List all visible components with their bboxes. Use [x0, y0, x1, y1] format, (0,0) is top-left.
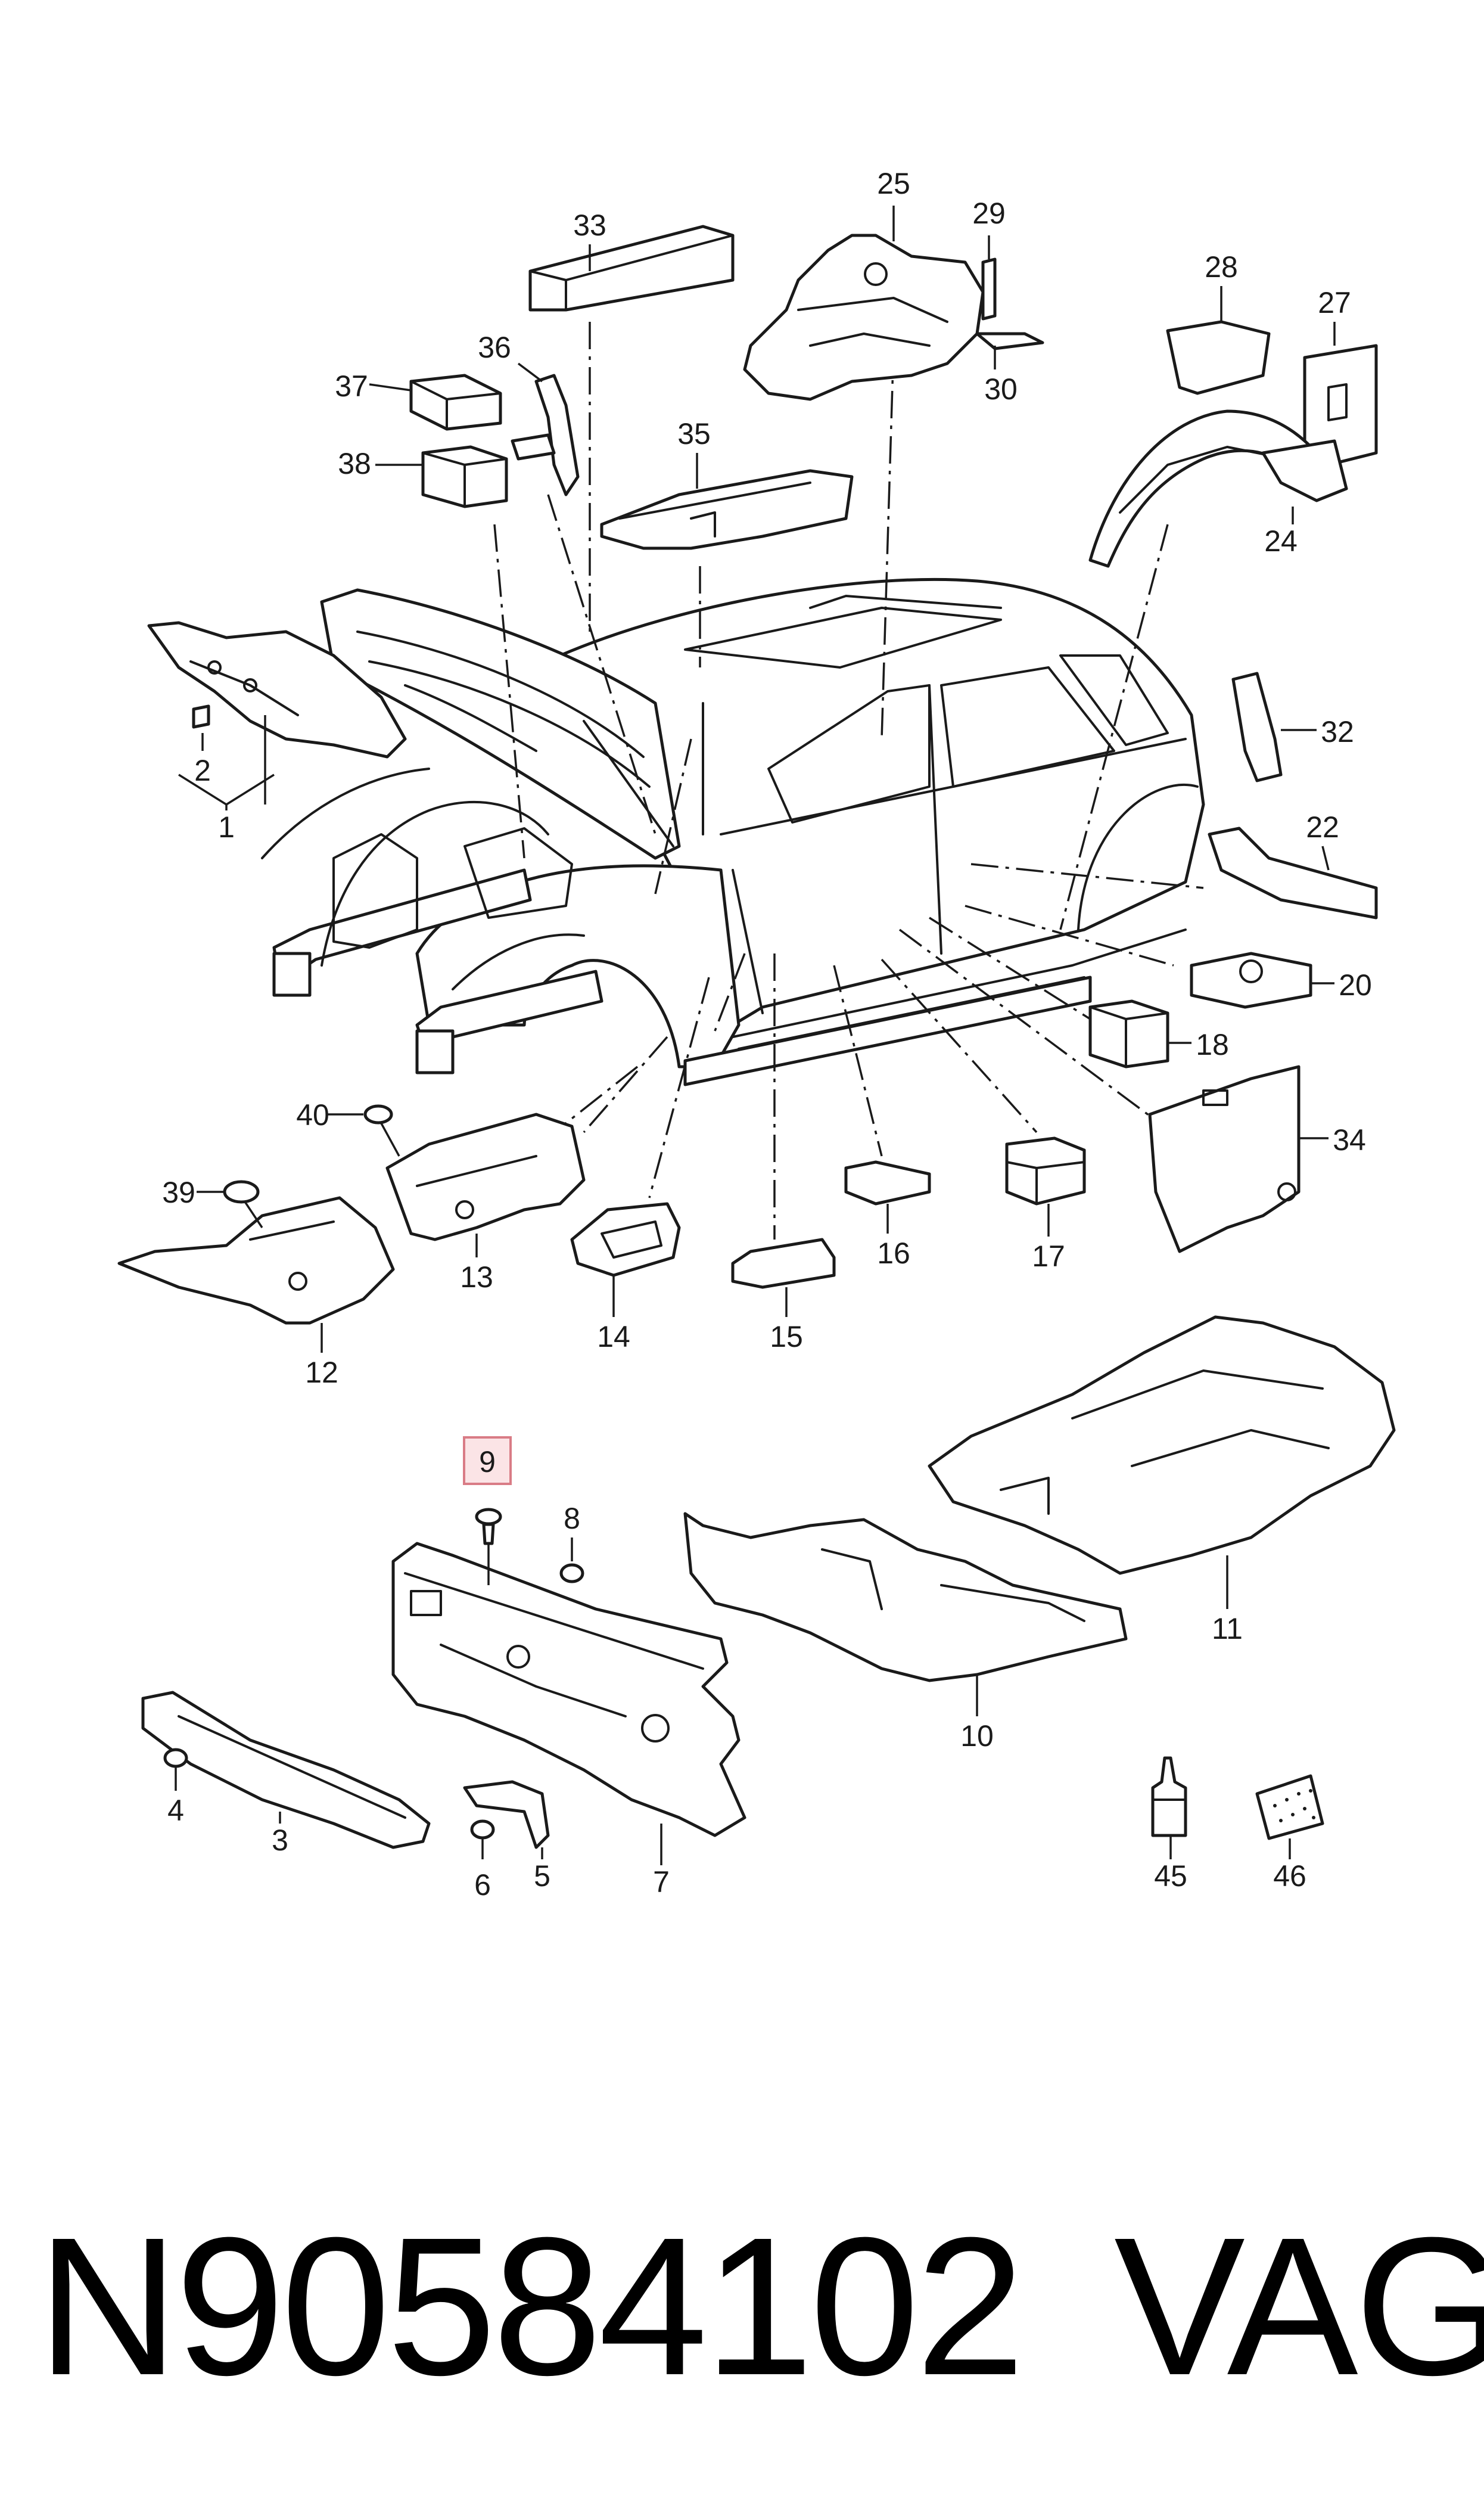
callout-32: 32 [1321, 715, 1354, 748]
callout-35: 35 [677, 417, 711, 451]
callout-numbers: 33 25 29 30 28 27 24 36 37 38 35 2 1 32 … [162, 167, 1372, 1902]
callout-25: 25 [877, 167, 910, 200]
callout-36: 36 [478, 331, 511, 364]
part-8-clip [559, 1538, 584, 1583]
callout-10: 10 [960, 1719, 994, 1753]
part-38-block [421, 445, 508, 508]
part-35-crossmember [600, 469, 854, 550]
callout-39: 39 [162, 1176, 195, 1209]
callout-34: 34 [1333, 1123, 1366, 1157]
callout-6: 6 [474, 1868, 491, 1902]
part-16-pad [844, 1160, 931, 1206]
part-15-pad [731, 1238, 836, 1289]
callout-29: 29 [972, 197, 1006, 230]
highlight-box [463, 1436, 512, 1485]
callout-12: 12 [305, 1356, 338, 1389]
callout-9: 9 [479, 1445, 496, 1479]
callout-13: 13 [460, 1260, 493, 1294]
part-30-pad [975, 332, 1044, 350]
callout-2: 2 [194, 754, 211, 787]
part-37-block [409, 374, 502, 431]
callout-30: 30 [984, 372, 1018, 406]
callout-1: 1 [218, 810, 235, 844]
part-3-crossmember-insulation [141, 1691, 431, 1849]
part-18-block [1088, 999, 1169, 1069]
part-36-bracket [511, 374, 580, 496]
part-6-clip [470, 1819, 495, 1859]
callout-45: 45 [1154, 1859, 1187, 1893]
callout-8: 8 [564, 1502, 580, 1535]
leader-lines [493, 322, 1204, 1240]
callout-38: 38 [338, 447, 371, 480]
part-29-strip [981, 257, 997, 321]
callout-5: 5 [534, 1859, 550, 1893]
callout-leaders [197, 206, 1336, 1865]
callout-27: 27 [1318, 286, 1351, 319]
callout-18: 18 [1196, 1028, 1229, 1061]
part-11-floor-insulation [928, 1315, 1396, 1575]
part-28-cover [1166, 320, 1271, 395]
part-9-push-rivet [475, 1508, 502, 1585]
part-34-insulation-mat [1148, 1065, 1301, 1253]
part-12-heat-shield [117, 1196, 395, 1325]
part-20-pad [1190, 952, 1312, 1009]
callout-33: 33 [573, 209, 606, 242]
callout-40: 40 [296, 1098, 329, 1132]
part-32-bracket [1231, 672, 1283, 782]
part-27-panel [1303, 344, 1378, 473]
part-14-tray [570, 1202, 681, 1277]
callout-15: 15 [770, 1320, 803, 1353]
part-1-insulation [147, 621, 407, 810]
part-40-clip [363, 1104, 393, 1125]
callout-22: 22 [1306, 810, 1339, 844]
part-7-bulkhead-insulation [391, 1542, 746, 1837]
callout-37: 37 [335, 369, 368, 403]
part-5-bracket [463, 1780, 550, 1849]
car-body-illustration [261, 577, 1205, 1086]
part-46-sound-pad [1255, 1774, 1324, 1840]
part-number-caption: N90584102 [37, 2196, 1025, 2416]
part-17-block [1005, 1136, 1086, 1206]
part-4-clip [163, 1748, 188, 1791]
callout-3: 3 [272, 1824, 288, 1857]
callout-14: 14 [597, 1320, 630, 1353]
part-24-wheelhouse-liner [1088, 409, 1348, 568]
callout-20: 20 [1339, 968, 1372, 1002]
callout-7: 7 [653, 1865, 670, 1899]
part-25-bracket [743, 234, 985, 401]
callout-28: 28 [1205, 250, 1238, 284]
callout-46: 46 [1273, 1859, 1306, 1893]
part-22-rail [1208, 827, 1378, 920]
callout-24: 24 [1264, 524, 1298, 558]
callout-4: 4 [167, 1794, 184, 1827]
part-39-clip [223, 1180, 260, 1204]
brand-caption: VAG [1114, 2196, 1484, 2416]
callout-17: 17 [1032, 1240, 1065, 1273]
part-10-floor-insulation [683, 1512, 1128, 1682]
part-33-panel [528, 225, 735, 312]
callout-16: 16 [877, 1237, 910, 1270]
part-13-heat-shield [385, 1113, 586, 1241]
callout-11: 11 [1212, 1612, 1243, 1645]
part-45-adhesive-bottle [1151, 1756, 1187, 1837]
